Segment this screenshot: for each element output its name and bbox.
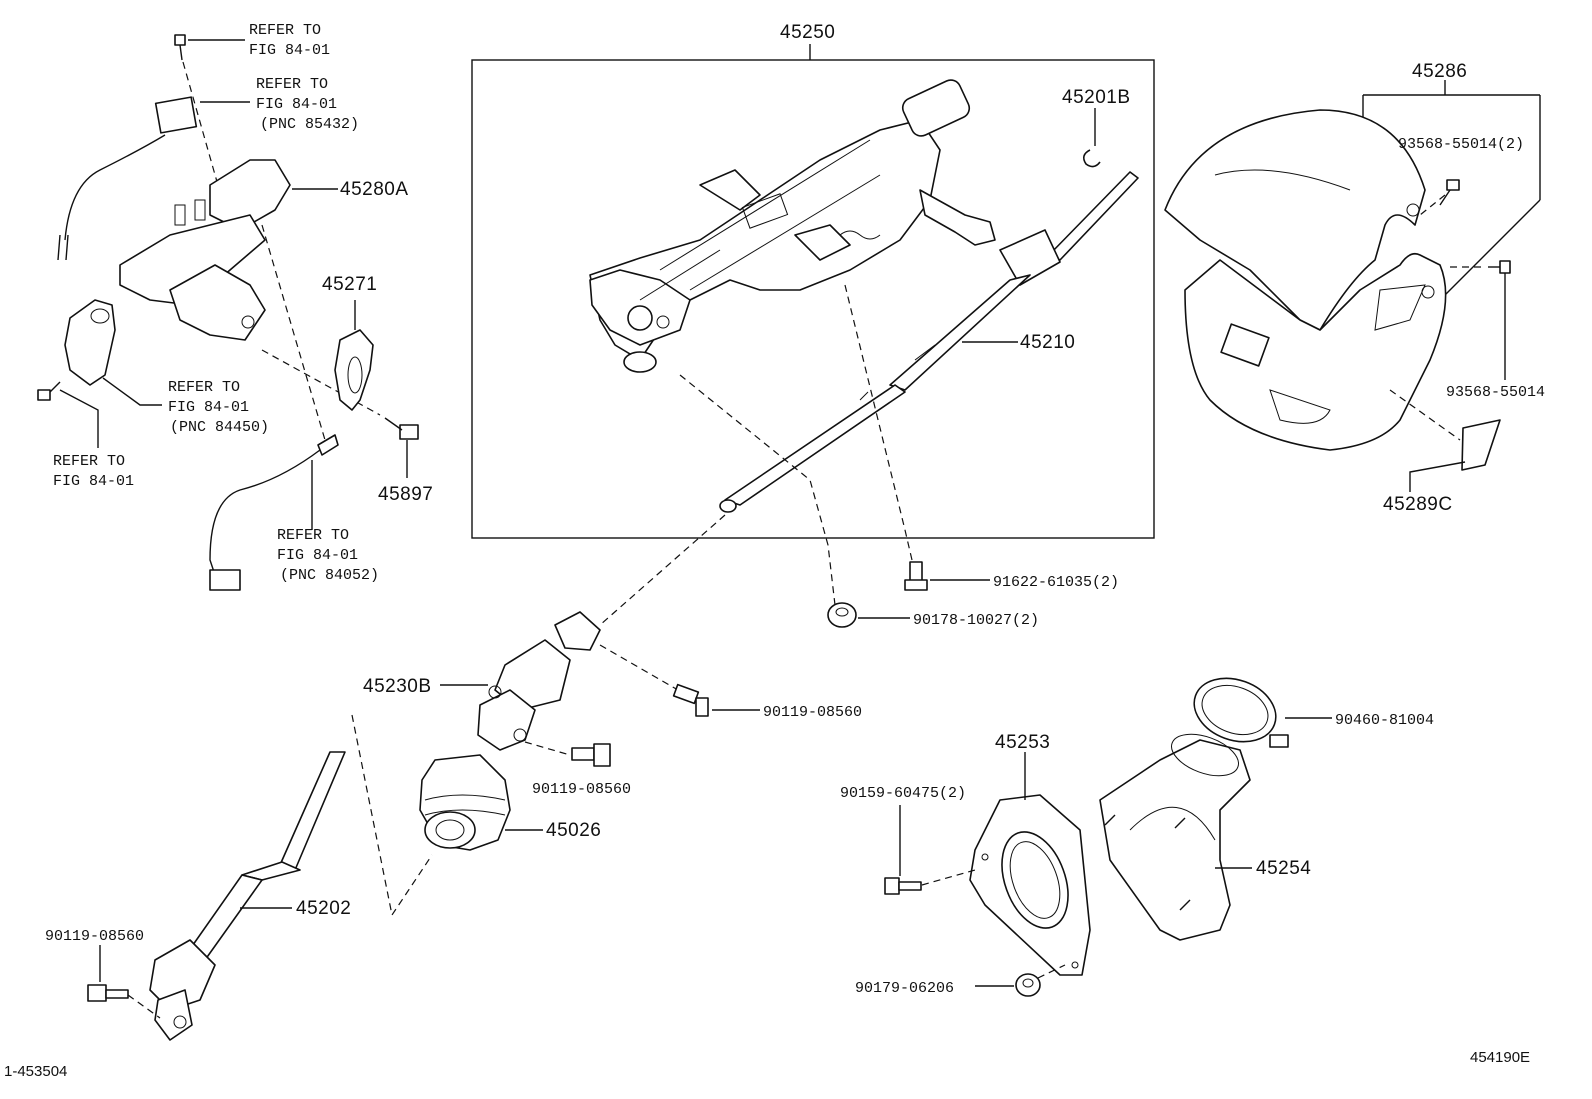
part-label-90178-10027[interactable]: 90178-10027(2) [913,612,1039,629]
part-label-93568-55014-x2[interactable]: 93568-55014(2) [1398,136,1524,153]
bolt-90119-08560-a[interactable] [672,683,709,717]
boot-45026[interactable] [419,754,511,851]
sensor-84052[interactable] [209,434,339,591]
part-label-90119-08560-a[interactable]: 90119-08560 [763,704,862,721]
refer-label-1-line1: REFER TO [249,22,321,39]
universal-joint-45230B[interactable] [477,611,601,751]
part-label-45201B[interactable]: 45201B [1062,87,1131,108]
part-label-45253[interactable]: 45253 [995,732,1050,753]
refer-label-3-line2: FIG 84-01 [168,399,249,416]
assembly-box-45250 [471,59,1155,539]
bolt-91622-61035[interactable] [904,561,928,591]
bolt-90159-60475[interactable] [884,877,922,895]
lower-shaft-45202[interactable] [149,751,346,1041]
part-label-45271[interactable]: 45271 [322,274,377,295]
screw-top[interactable] [174,34,186,61]
main-shaft-45210[interactable] [719,171,1139,513]
part-label-45026[interactable]: 45026 [546,820,601,841]
bolt-90119-08560-c[interactable] [87,984,129,1002]
part-label-45230B[interactable]: 45230B [363,676,432,697]
plate-45253[interactable] [969,794,1091,976]
refer-label-4-line2: FIG 84-01 [53,473,134,490]
cover-45289C[interactable] [1461,419,1501,471]
screw-93568-55014-x2[interactable] [1439,179,1460,206]
sensor-85432[interactable] [57,96,198,261]
refer-label-5-line1: REFER TO [277,527,349,544]
column-cover-45286[interactable] [1164,109,1447,451]
nut-90179-06206[interactable] [1015,973,1041,997]
refer-label-5-line2: FIG 84-01 [277,547,358,564]
screw-left[interactable] [37,381,61,401]
part-label-90159-60475[interactable]: 90159-60475(2) [840,785,966,802]
refer-label-3-line1: REFER TO [168,379,240,396]
part-label-45897[interactable]: 45897 [378,484,433,505]
refer-label-1-line2: FIG 84-01 [249,42,330,59]
screw-93568-55014[interactable] [1488,260,1511,274]
part-label-91622-61035[interactable]: 91622-61035(2) [993,574,1119,591]
part-label-45286[interactable]: 45286 [1412,61,1467,82]
bracket-45271[interactable] [334,329,374,411]
part-label-90119-08560-b[interactable]: 90119-08560 [532,781,631,798]
bolt-45897[interactable] [384,417,419,440]
part-label-90119-08560-c[interactable]: 90119-08560 [45,928,144,945]
dust-boot-45254[interactable] [1099,726,1251,941]
part-label-45254[interactable]: 45254 [1256,858,1311,879]
refer-label-4-line1: REFER TO [53,453,125,470]
clamp-90460-81004[interactable] [1185,667,1289,752]
sensor-84450[interactable] [64,299,116,386]
part-label-93568-55014[interactable]: 93568-55014 [1446,384,1545,401]
refer-label-2-line1: REFER TO [256,76,328,93]
part-label-45250[interactable]: 45250 [780,22,835,43]
steering-column-assembly[interactable] [589,77,996,373]
refer-label-3-pnc: (PNC 84450) [170,419,269,436]
part-label-45202[interactable]: 45202 [296,898,351,919]
refer-label-2-line2: FIG 84-01 [256,96,337,113]
refer-label-5-pnc: (PNC 84052) [280,567,379,584]
clip-45201B[interactable] [1082,149,1101,168]
ignition-lock-45280A[interactable] [119,159,291,341]
part-label-90179-06206[interactable]: 90179-06206 [855,980,954,997]
part-label-45289C[interactable]: 45289C [1383,494,1453,515]
part-label-45280A[interactable]: 45280A [340,179,409,200]
part-label-45210[interactable]: 45210 [1020,332,1075,353]
bolt-90119-08560-b[interactable] [571,743,611,767]
part-label-90460-81004[interactable]: 90460-81004 [1335,712,1434,729]
refer-label-2-pnc: (PNC 85432) [260,116,359,133]
footer-right-id: 454190E [1470,1049,1530,1066]
nut-90178-10027[interactable] [827,602,857,628]
footer-left-id: 1-453504 [4,1063,67,1080]
